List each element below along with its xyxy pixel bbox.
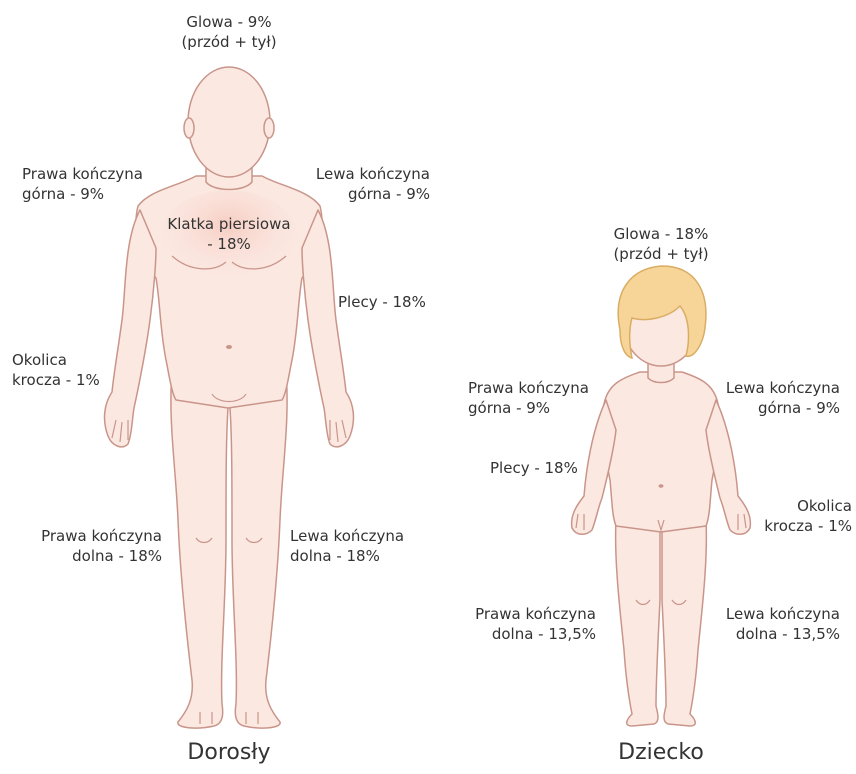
adult-label-chest: Klatka piersiowa - 18% bbox=[154, 214, 304, 254]
adult-label-right-upper-line1: Prawa kończyna bbox=[22, 164, 143, 184]
adult-label-back: Plecy - 18% bbox=[338, 292, 426, 312]
adult-label-left-lower-line2: dolna - 18% bbox=[290, 546, 404, 566]
child-label-head-line2: (przód + tył) bbox=[596, 244, 726, 264]
adult-right-leg bbox=[171, 372, 228, 728]
child-label-right-upper-line1: Prawa kończyna bbox=[468, 378, 589, 398]
child-label-left-lower-line1: Lewa kończyna bbox=[696, 604, 840, 624]
child-navel bbox=[659, 484, 664, 488]
adult-label-perineum-line2: krocza - 1% bbox=[12, 370, 100, 390]
child-label-perineum-line1: Okolica bbox=[740, 496, 852, 516]
adult-label-right-lower-line2: dolna - 18% bbox=[20, 546, 162, 566]
child-label-right-upper-limb: Prawa kończyna górna - 9% bbox=[468, 378, 589, 418]
adult-label-right-upper-limb: Prawa kończyna górna - 9% bbox=[22, 164, 143, 204]
adult-label-left-lower-line1: Lewa kończyna bbox=[290, 526, 404, 546]
adult-label-right-lower-limb: Prawa kończyna dolna - 18% bbox=[20, 526, 162, 566]
child-label-right-lower-line2: dolna - 13,5% bbox=[452, 624, 596, 644]
adult-label-chest-line1: Klatka piersiowa bbox=[154, 214, 304, 234]
adult-label-left-upper-limb: Lewa kończyna górna - 9% bbox=[290, 164, 430, 204]
child-label-left-lower-limb: Lewa kończyna dolna - 13,5% bbox=[696, 604, 840, 644]
child-label-right-upper-line2: górna - 9% bbox=[468, 398, 589, 418]
child-label-perineum: Okolica krocza - 1% bbox=[740, 496, 852, 536]
child-label-back-line1: Plecy - 18% bbox=[490, 458, 578, 478]
adult-label-left-lower-limb: Lewa kończyna dolna - 18% bbox=[290, 526, 404, 566]
adult-label-left-upper-line1: Lewa kończyna bbox=[290, 164, 430, 184]
adult-caption: Dorosły bbox=[129, 740, 329, 765]
adult-label-head-line1: Glowa - 9% bbox=[164, 12, 294, 32]
adult-label-back-line1: Plecy - 18% bbox=[338, 292, 426, 312]
adult-label-left-upper-line2: górna - 9% bbox=[290, 184, 430, 204]
child-right-leg bbox=[616, 520, 660, 726]
child-label-back: Plecy - 18% bbox=[490, 458, 578, 478]
child-label-right-lower-limb: Prawa kończyna dolna - 13,5% bbox=[452, 604, 596, 644]
child-label-right-lower-line1: Prawa kończyna bbox=[452, 604, 596, 624]
adult-label-right-lower-line1: Prawa kończyna bbox=[20, 526, 162, 546]
child-label-left-upper-line1: Lewa kończyna bbox=[700, 378, 840, 398]
adult-label-head: Glowa - 9% (przód + tył) bbox=[164, 12, 294, 52]
child-label-left-lower-line2: dolna - 13,5% bbox=[696, 624, 840, 644]
adult-head bbox=[188, 67, 270, 177]
child-label-left-upper-line2: górna - 9% bbox=[700, 398, 840, 418]
child-caption: Dziecko bbox=[561, 740, 761, 765]
adult-navel bbox=[226, 345, 232, 349]
child-label-left-upper-limb: Lewa kończyna górna - 9% bbox=[700, 378, 840, 418]
child-label-head-line1: Glowa - 18% bbox=[596, 224, 726, 244]
adult-label-perineum-line1: Okolica bbox=[12, 350, 100, 370]
adult-label-chest-line2: - 18% bbox=[154, 234, 304, 254]
adult-left-leg bbox=[230, 372, 287, 728]
child-figure bbox=[572, 278, 751, 726]
child-label-perineum-line2: krocza - 1% bbox=[740, 516, 852, 536]
adult-label-head-line2: (przód + tył) bbox=[164, 32, 294, 52]
child-label-head: Glowa - 18% (przód + tył) bbox=[596, 224, 726, 264]
adult-left-arm bbox=[302, 210, 353, 447]
adult-label-right-upper-line2: górna - 9% bbox=[22, 184, 143, 204]
adult-label-perineum: Okolica krocza - 1% bbox=[12, 350, 100, 390]
adult-right-arm bbox=[105, 210, 156, 447]
